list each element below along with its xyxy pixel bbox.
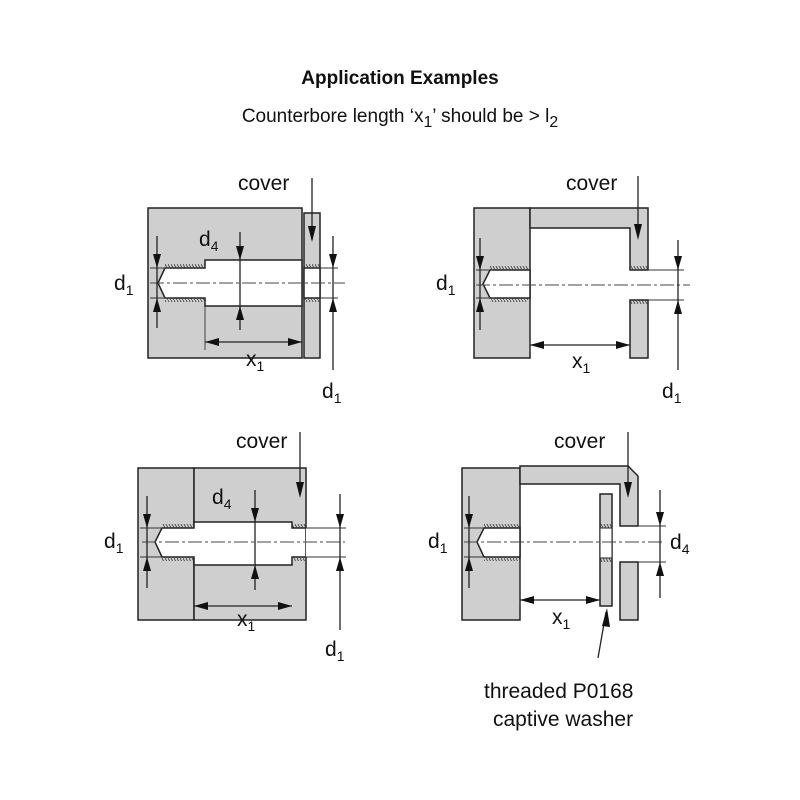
arrow (153, 254, 161, 268)
label-x1: x1 (237, 608, 256, 634)
example-top-right: cover d1 x1 d1 (436, 172, 690, 406)
arrow (586, 596, 600, 604)
arrow (288, 338, 302, 346)
washer-thread-top (600, 524, 612, 528)
arrow (329, 298, 337, 312)
arrow (602, 608, 610, 627)
thread-top (484, 524, 520, 528)
thread-bottom (162, 557, 194, 561)
subtitle-subscript-2: 2 (549, 113, 559, 131)
thread-top (162, 524, 194, 528)
exit-hole (306, 528, 342, 557)
arrow (656, 562, 664, 576)
label-x1: x1 (572, 350, 591, 376)
thread-bottom (490, 298, 528, 302)
cover-cap-lower (619, 561, 639, 621)
cover-cap (529, 207, 649, 271)
threaded-hole (482, 269, 531, 299)
label-d1: d1 (325, 638, 345, 664)
arrow (194, 602, 208, 610)
note-line-1: threaded P0168 (484, 680, 633, 703)
cover-thread-bottom (292, 557, 306, 561)
page-title: Application Examples (301, 68, 499, 89)
subtitle-text-2: ’ should be > l (432, 106, 550, 127)
arrow (476, 256, 484, 270)
arrow (674, 300, 682, 314)
cover-thread-bottom (304, 298, 320, 302)
label-d1: d1 (104, 530, 124, 556)
cover-thread-bottom (630, 300, 648, 304)
label-d1: d1 (428, 530, 448, 556)
arrow (143, 557, 151, 571)
arrow (674, 256, 682, 270)
arrow (616, 341, 630, 349)
label-d1: d1 (322, 380, 342, 406)
arrow (251, 565, 259, 579)
arrow (530, 341, 544, 349)
arrow (205, 338, 219, 346)
page-subtitle: Counterbore length ‘x1’ should be > l2 (0, 106, 800, 132)
arrow (143, 514, 151, 528)
arrow (296, 482, 304, 498)
subtitle-subscript-1: 1 (423, 113, 433, 131)
note-line-2: captive washer (493, 708, 633, 731)
arrow (624, 482, 632, 498)
label-x1: x1 (552, 606, 571, 632)
label-d4: d4 (212, 486, 232, 512)
arrow (251, 508, 259, 522)
arrow (656, 512, 664, 526)
arrow (329, 254, 337, 268)
arrow (465, 557, 473, 571)
arrow (336, 557, 344, 571)
example-bottom-right: cover d1 d4 x1 threaded P0168 captive wa… (428, 430, 690, 731)
label-d1: d1 (662, 380, 682, 406)
arrow (336, 514, 344, 528)
subtitle-text-1: Counterbore length ‘x (241, 106, 424, 127)
washer-bore (599, 527, 613, 559)
cover-label: cover (236, 430, 287, 453)
cover-label: cover (238, 172, 289, 195)
cover-cap (519, 465, 639, 527)
cover-cap-lower (629, 299, 649, 359)
label-x1: x1 (246, 348, 265, 374)
label-d1: d1 (114, 272, 134, 298)
arrow (236, 306, 244, 320)
cover-label: cover (554, 430, 605, 453)
example-top-left: cover d1 d4 x1 d1 (114, 172, 345, 406)
cover-thread-top (630, 266, 648, 270)
arrow (476, 298, 484, 312)
arrow (520, 596, 534, 604)
arrow (153, 298, 161, 312)
thread-bottom (165, 298, 205, 302)
arrow (465, 514, 473, 528)
arrow (236, 246, 244, 260)
thread-top (490, 266, 528, 270)
cover-thread-top (304, 264, 320, 268)
label-d4: d4 (670, 531, 690, 557)
label-d1: d1 (436, 272, 456, 298)
label-d4: d4 (199, 228, 219, 254)
cover-thread-top (292, 524, 306, 528)
arrow (308, 226, 316, 242)
arrow (634, 224, 642, 240)
washer-thread-bottom (600, 558, 612, 562)
arrow (278, 602, 292, 610)
example-bottom-left: cover d1 d4 x1 d1 (104, 430, 346, 664)
cover-label: cover (566, 172, 617, 195)
thread-top (165, 264, 205, 268)
threaded-hole (476, 527, 521, 558)
thread-bottom (484, 557, 520, 561)
